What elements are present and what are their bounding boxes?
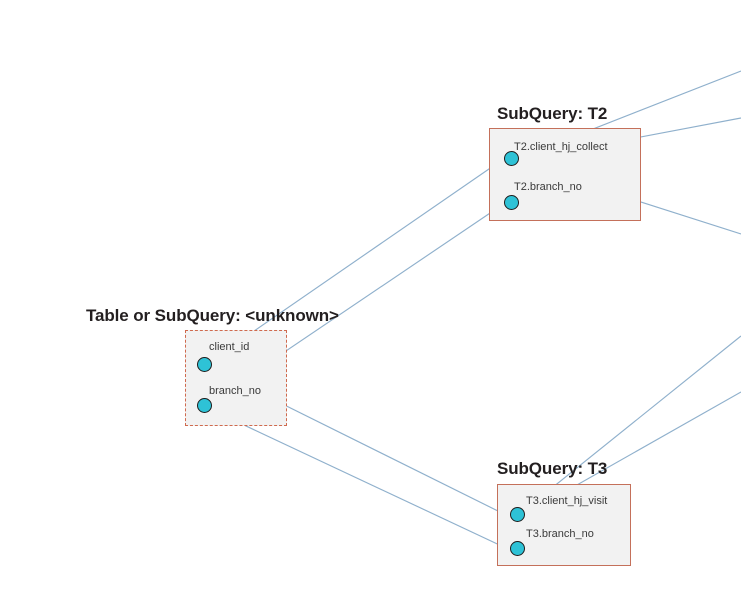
column-node-t3-branch-no[interactable]: [510, 541, 525, 556]
column-label-t3-branch-no: T3.branch_no: [526, 528, 594, 540]
group-title-unknown: Table or SubQuery: <unknown>: [86, 306, 339, 325]
column-node-branch-no[interactable]: [197, 398, 212, 413]
entity-box-t3[interactable]: [497, 484, 631, 566]
group-title-t2: SubQuery: T2: [497, 104, 608, 123]
entity-box-t2[interactable]: [489, 128, 641, 221]
edge-branch-no-to-t3-branch-no: [211, 409, 509, 550]
column-node-t2-client-hj-collect[interactable]: [504, 151, 519, 166]
group-title-t3: SubQuery: T3: [497, 459, 608, 478]
column-node-t2-branch-no[interactable]: [504, 195, 519, 210]
column-label-client-id: client_id: [209, 341, 250, 353]
column-node-client-id[interactable]: [197, 357, 212, 372]
column-label-t2-client-hj-collect: T2.client_hj_collect: [514, 141, 608, 153]
column-label-t2-branch-no: T2.branch_no: [514, 181, 582, 193]
edge-client-id-to-t2-client-hj-collect: [211, 159, 503, 361]
column-node-t3-client-hj-visit[interactable]: [510, 507, 525, 522]
edge-offscreen-a-to-t3-client-hj-visit: [521, 335, 741, 513]
column-label-t3-client-hj-visit: T3.client_hj_visit: [526, 495, 608, 507]
column-label-branch-no: branch_no: [209, 385, 261, 397]
